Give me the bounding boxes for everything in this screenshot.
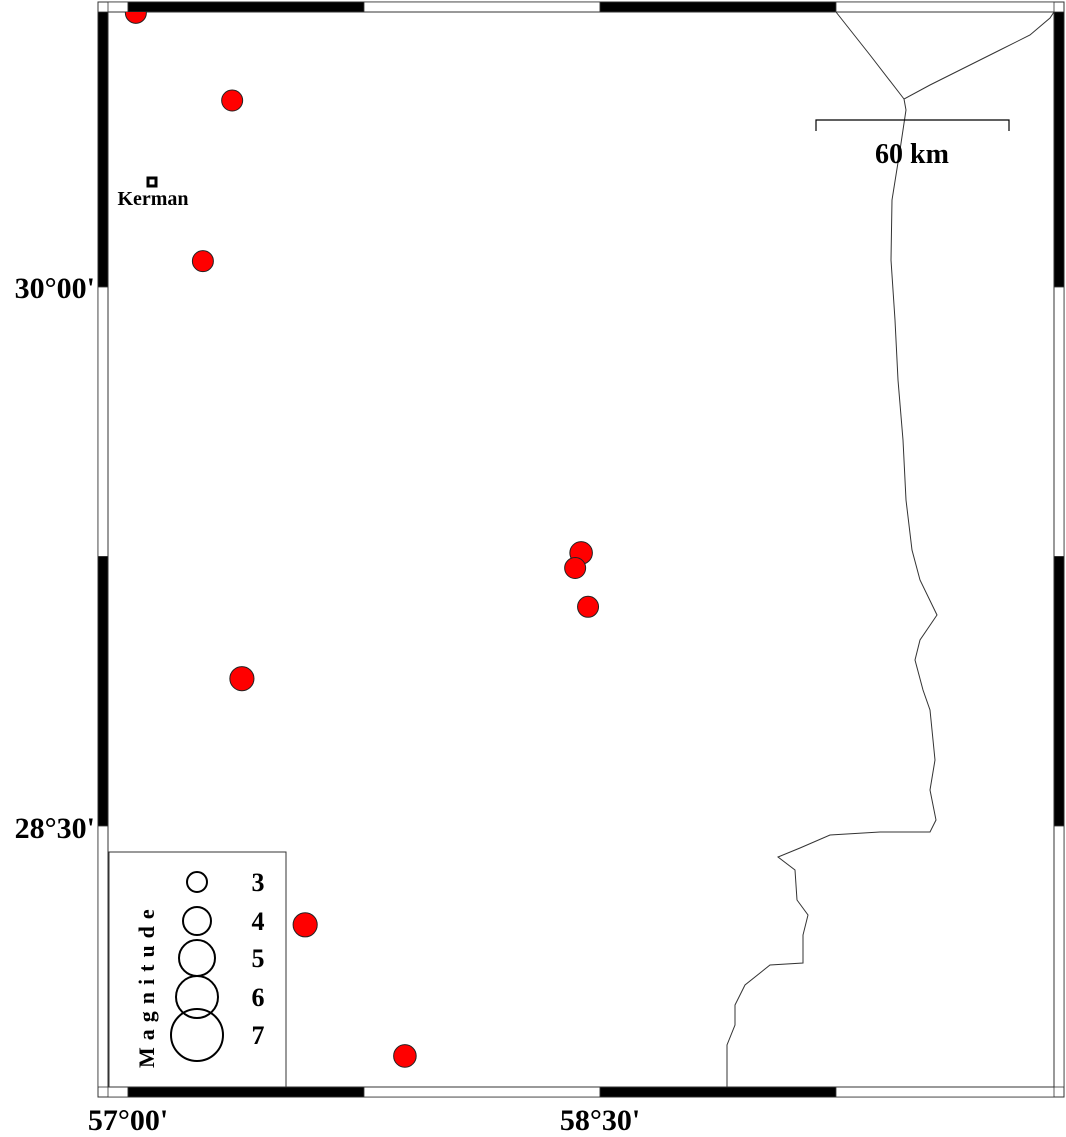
legend-label: 4 [252,907,265,936]
earthquake-events [124,12,600,1068]
frame-segment [835,1086,1055,1098]
city-marker-icon [146,176,158,188]
earthquake-event [577,595,600,618]
frame-segment [599,1,837,13]
legend: Magnitude 3 4 5 6 7 [108,851,287,1088]
frame-segment [363,1,601,13]
country-border [726,11,1055,1087]
frame-segment [1053,556,1065,827]
earthquake-event [564,556,587,579]
legend-label: 3 [252,868,265,897]
scale-bar-label: 60 km [875,139,949,170]
earthquake-event [124,12,147,24]
scale-bar: 60 km [815,119,1010,170]
frame-segment [97,286,109,557]
frame-segment [107,1086,129,1098]
x-tick-label: 58°30' [560,1104,640,1137]
frame-segment [1053,11,1065,288]
legend-label: 6 [252,983,265,1012]
frame-segment [97,825,109,1088]
frame-segment [363,1086,601,1098]
frame-segment [97,556,109,827]
earthquake-event [221,89,244,112]
frame-segment [127,1,365,13]
frame-segment [1053,286,1065,557]
legend-symbol [182,906,212,936]
axis-labels: 30°00' 28°30' 57°00' 58°30' [15,272,641,1137]
map-area-border [107,11,1055,1088]
frame-segment [835,1,1055,13]
earthquake-event [292,912,318,938]
earthquake-event [191,250,214,273]
earthquake-event [393,1044,417,1068]
city-label: Kerman [117,188,188,210]
legend-symbol [186,871,208,893]
legend-label: 7 [252,1021,265,1050]
frame-segment [97,11,109,288]
x-tick-label: 57°00' [88,1104,168,1137]
earthquake-event [229,666,255,692]
frame-segment [599,1086,837,1098]
frame-segment [127,1086,365,1098]
legend-label: 5 [252,944,265,973]
y-tick-label: 28°30' [15,812,95,845]
frame-segment [107,1,129,13]
legend-title: Magnitude [134,902,159,1068]
legend-symbol [175,975,219,1019]
frame-segment [1053,825,1065,1088]
y-tick-label: 30°00' [15,272,95,305]
city-kerman: Kerman [117,176,189,210]
legend-symbol [170,1008,224,1062]
